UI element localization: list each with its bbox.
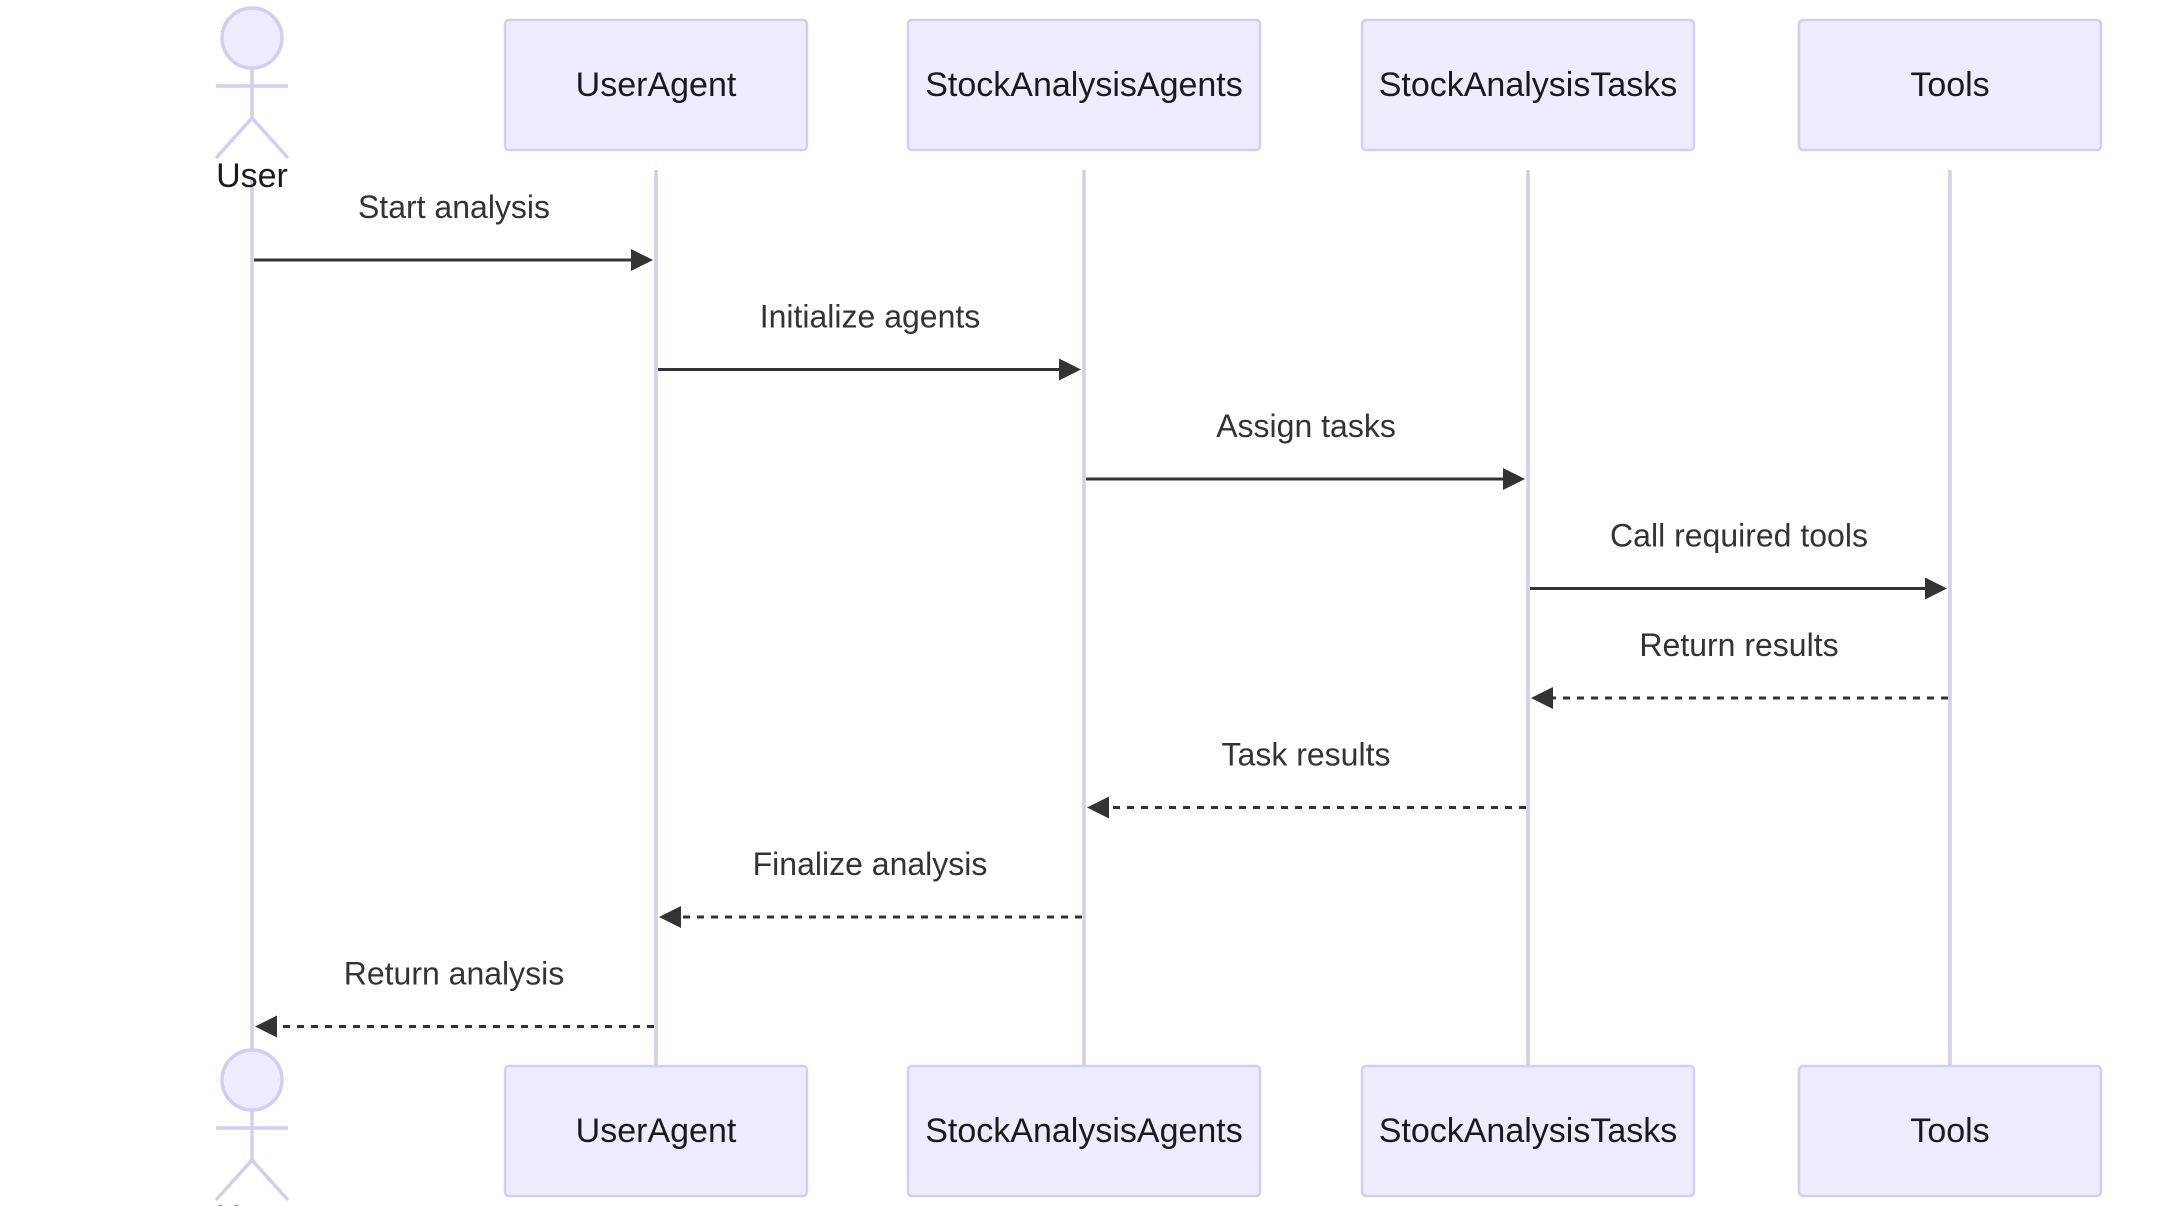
participant-box: [1360, 18, 1696, 152]
actor-top: User: [214, 6, 290, 195]
participant-box: [906, 18, 1262, 152]
message-label: Return analysis: [344, 956, 565, 992]
message-7: Finalize analysis: [659, 846, 1082, 928]
arrowhead: [1925, 577, 1947, 600]
message-3: Assign tasks: [1086, 408, 1525, 490]
participant-label: StockAnalysisAgents: [925, 1112, 1243, 1150]
participant-label: StockAnalysisTasks: [1379, 1112, 1678, 1150]
message-label: Task results: [1222, 737, 1391, 773]
participant-box: [1360, 1064, 1696, 1198]
arrowhead: [659, 906, 681, 928]
message-label: Initialize agents: [760, 299, 981, 335]
actor-head: [220, 1048, 284, 1112]
message-label: Call required tools: [1610, 518, 1868, 554]
message-label: Return results: [1639, 627, 1838, 663]
arrowhead: [631, 249, 653, 271]
participant-box: [503, 1064, 809, 1198]
participant-box: [906, 1064, 1262, 1198]
arrowhead: [1531, 687, 1553, 709]
message-1: Start analysis: [254, 189, 653, 271]
participant-box: [503, 18, 809, 152]
participant-stockanalysisagents-top: StockAnalysisAgents: [906, 18, 1262, 152]
message-label: Start analysis: [358, 189, 550, 225]
arrowhead: [1059, 358, 1081, 381]
actor-bottom: User: [214, 1048, 290, 1206]
participant-label: UserAgent: [576, 66, 737, 104]
participant-label: StockAnalysisTasks: [1379, 66, 1678, 104]
participant-useragent-top: UserAgent: [503, 18, 809, 152]
message-5: Return results: [1531, 627, 1948, 709]
participant-stockanalysistasks-top: StockAnalysisTasks: [1360, 18, 1696, 152]
participant-box: [1797, 1064, 2103, 1198]
actor-right-leg: [250, 116, 290, 160]
participant-label: UserAgent: [576, 1112, 737, 1150]
message-6: Task results: [1087, 737, 1526, 819]
participant-tools-top: Tools: [1797, 18, 2103, 152]
message-label: Finalize analysis: [753, 846, 988, 882]
actor-head: [220, 6, 284, 70]
participant-label: Tools: [1910, 1112, 1989, 1150]
arrowhead: [255, 1015, 277, 1038]
participant-useragent-bottom: UserAgent: [503, 1064, 809, 1198]
actor-label: User: [216, 1199, 288, 1206]
participant-tools-bottom: Tools: [1797, 1064, 2103, 1198]
lifelines: [250, 170, 1952, 1066]
arrowhead: [1503, 468, 1525, 490]
message-8: Return analysis: [255, 956, 654, 1038]
message-label: Assign tasks: [1216, 408, 1396, 444]
participant-label: Tools: [1910, 66, 1989, 104]
actor-left-leg: [214, 1158, 254, 1202]
message-4: Call required tools: [1530, 518, 1947, 600]
message-2: Initialize agents: [658, 299, 1081, 381]
participants-top: User UserAgent StockAnalysisAgents StockAna…: [214, 6, 2103, 195]
participant-stockanalysisagents-bottom: StockAnalysisAgents: [906, 1064, 1262, 1198]
participant-label: StockAnalysisAgents: [925, 66, 1243, 104]
actor-left-leg: [214, 116, 254, 160]
participants-bottom: User UserAgent StockAnalysisAgents StockAna…: [214, 1048, 2103, 1206]
participant-stockanalysistasks-bottom: StockAnalysisTasks: [1360, 1064, 1696, 1198]
arrowhead: [1087, 796, 1109, 819]
actor-label: User: [216, 157, 288, 195]
participant-box: [1797, 18, 2103, 152]
actor-right-leg: [250, 1158, 290, 1202]
